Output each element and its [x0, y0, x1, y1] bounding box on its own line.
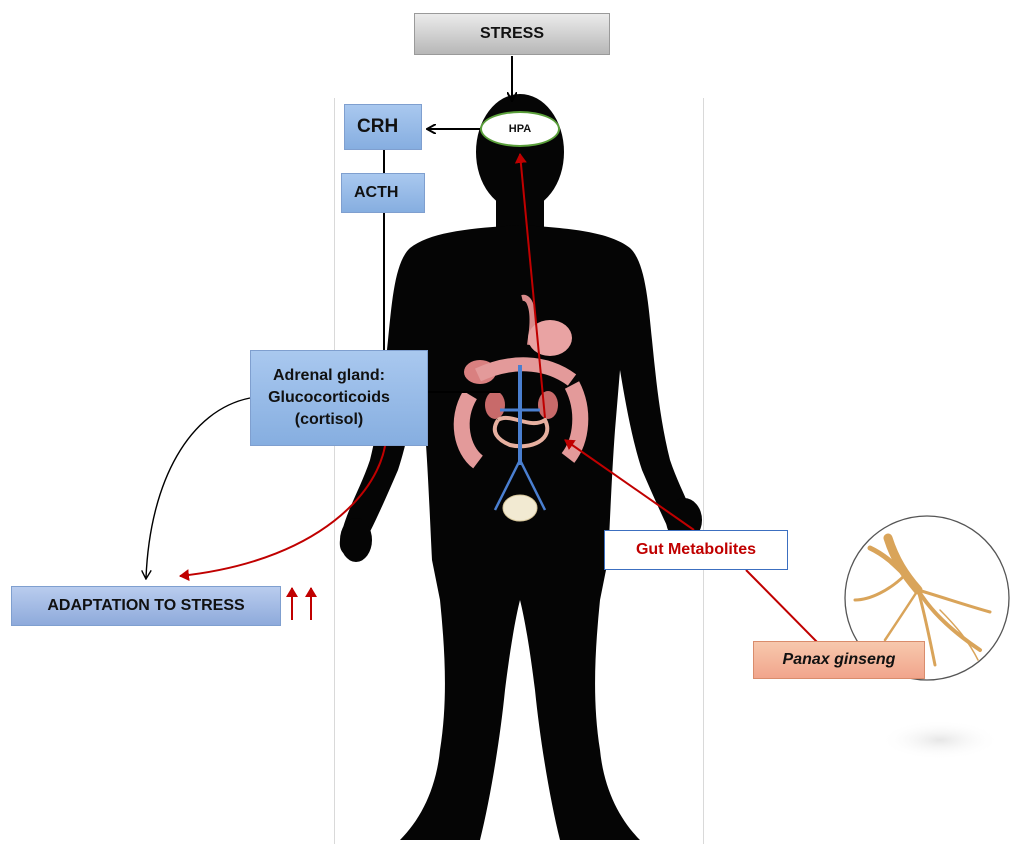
hpa-node: HPA: [480, 111, 560, 147]
adrenal-label-line1: Adrenal gland:: [273, 365, 385, 387]
gut-metabolites-node: Gut Metabolites: [604, 530, 788, 570]
adrenal-label-line3: (cortisol): [295, 409, 363, 431]
ginseng-root-icon: [845, 516, 1009, 760]
adrenal-label-line2: Glucocorticoids: [268, 387, 390, 409]
acth-node: ACTH: [341, 173, 425, 213]
crh-node: CRH: [344, 104, 422, 150]
adaptation-node: ADAPTATION TO STRESS: [11, 586, 281, 626]
panax-ginseng-node: Panax ginseng: [753, 641, 925, 679]
stress-node: STRESS: [414, 13, 610, 55]
adrenal-gland-node: Adrenal gland: Glucocorticoids (cortisol…: [250, 350, 428, 446]
